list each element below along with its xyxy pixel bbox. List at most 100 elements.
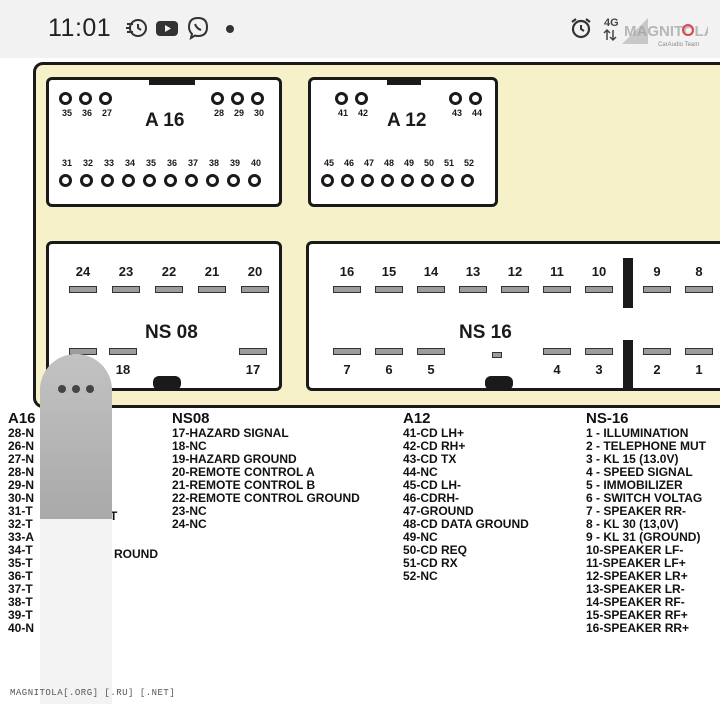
pin-number: 5: [427, 362, 435, 377]
pin-contact: [375, 286, 403, 293]
pin: [355, 92, 368, 105]
connector-divider: [623, 340, 633, 390]
pin: [321, 174, 334, 187]
pin: [248, 174, 261, 187]
pin: [469, 92, 482, 105]
pin-contact: [333, 286, 361, 293]
connector-latch: [485, 376, 513, 390]
pin: [381, 174, 394, 187]
more-icon[interactable]: [56, 384, 96, 394]
legend-line: 18-NC: [172, 439, 207, 453]
status-bar: 11:01 4G MAGNITOLA CarAudio Team: [0, 0, 720, 58]
pin: [79, 92, 92, 105]
legend-line: 20-REMOTE CONTROL A: [172, 465, 315, 479]
legend-line: 2 - TELEPHONE MUT: [586, 439, 707, 453]
pin-contact: [685, 348, 713, 355]
legend-a12-title: A12: [403, 410, 431, 427]
pin-number: 2: [653, 362, 661, 377]
legend-ns08-title: NS08: [172, 410, 210, 427]
legend-line: 40-N: [8, 621, 35, 635]
pin-number: 10: [591, 264, 607, 279]
pin-number: 39: [229, 158, 240, 168]
pin-number: 24: [75, 264, 91, 279]
legend-line: 43-CD TX: [403, 452, 457, 466]
pin-number: 52: [463, 158, 474, 168]
pin-number: 44: [471, 108, 482, 118]
handle-bottom: [40, 519, 112, 704]
pin-contact: [643, 348, 671, 355]
pin: [101, 174, 114, 187]
legend-line: 30-N: [8, 491, 35, 505]
pin: [206, 174, 219, 187]
legend-line: 16-SPEAKER RR+: [586, 621, 690, 635]
data-arrows-icon: [603, 28, 617, 42]
pin-number: 48: [383, 158, 394, 168]
floating-handle[interactable]: [40, 354, 112, 704]
legend-line: 22-REMOTE CONTROL GROUND: [172, 491, 360, 505]
pin-number: 33: [103, 158, 114, 168]
pin-number: 30: [253, 108, 264, 118]
network-type: 4G: [604, 17, 619, 29]
pin-number: 41: [337, 108, 348, 118]
legend-line: 28-N: [8, 465, 35, 479]
pin: [143, 174, 156, 187]
pin-number: 8: [695, 264, 703, 279]
pin-number: 22: [161, 264, 177, 279]
legend-line: 51-CD RX: [403, 556, 458, 570]
legend-line: 37-T: [8, 582, 33, 596]
pin-contact: [112, 286, 140, 293]
pin: [421, 174, 434, 187]
connector-notch: [149, 77, 195, 85]
clock: 11:01: [48, 14, 112, 42]
pin: [335, 92, 348, 105]
youtube-icon: [156, 21, 178, 36]
pin-number: 46: [343, 158, 354, 168]
pin-number: 27: [101, 108, 112, 118]
connector-notch: [387, 77, 421, 85]
pin-number: 20: [247, 264, 263, 279]
legend-line: 33-A: [8, 530, 35, 544]
pin: [80, 174, 93, 187]
pin-number: 15: [381, 264, 397, 279]
magnitola-watermark: MAGNITOLA CarAudio Team: [618, 14, 715, 50]
pin-number: 13: [465, 264, 481, 279]
pin-number: 14: [423, 264, 439, 279]
pin-number: 49: [403, 158, 414, 168]
pin-number: 45: [323, 158, 334, 168]
legend-line: 4 - SPEED SIGNAL: [586, 465, 693, 479]
pin: [227, 174, 240, 187]
legend-line: 14-SPEAKER RF-: [586, 595, 685, 609]
pin-contact: [585, 286, 613, 293]
legend-line: 35-T: [8, 556, 33, 570]
pin: [341, 174, 354, 187]
connector-ns16-label: NS 16: [459, 322, 512, 343]
legend-line: 5 - IMMOBILIZER: [586, 478, 683, 492]
pin-contact: [239, 348, 267, 355]
pin-number: 42: [357, 108, 368, 118]
legend-line: 46-CDRH-: [403, 491, 460, 505]
pin-number: 36: [81, 108, 92, 118]
pin-contact: [417, 348, 445, 355]
pin-number: 29: [233, 108, 244, 118]
pin-number: 43: [451, 108, 462, 118]
legend-line: 42-CD RH+: [403, 439, 466, 453]
pin: [361, 174, 374, 187]
footer-watermark: MAGNITOLA[.ORG] [.RU] [.NET]: [10, 688, 176, 698]
pin: [211, 92, 224, 105]
pin-contact: [241, 286, 269, 293]
legend-line: 32-T: [8, 517, 33, 531]
pin-contact: [109, 348, 137, 355]
pin: [401, 174, 414, 187]
notification-dot: [226, 25, 234, 33]
pin-number: 31: [61, 158, 72, 168]
pin-number: 6: [385, 362, 393, 377]
legend-line: 45-CD LH-: [403, 478, 462, 492]
legend-line: 17-HAZARD SIGNAL: [172, 426, 289, 440]
pin-number: 38: [208, 158, 219, 168]
pin-number: 47: [363, 158, 374, 168]
pin-contact: [501, 286, 529, 293]
